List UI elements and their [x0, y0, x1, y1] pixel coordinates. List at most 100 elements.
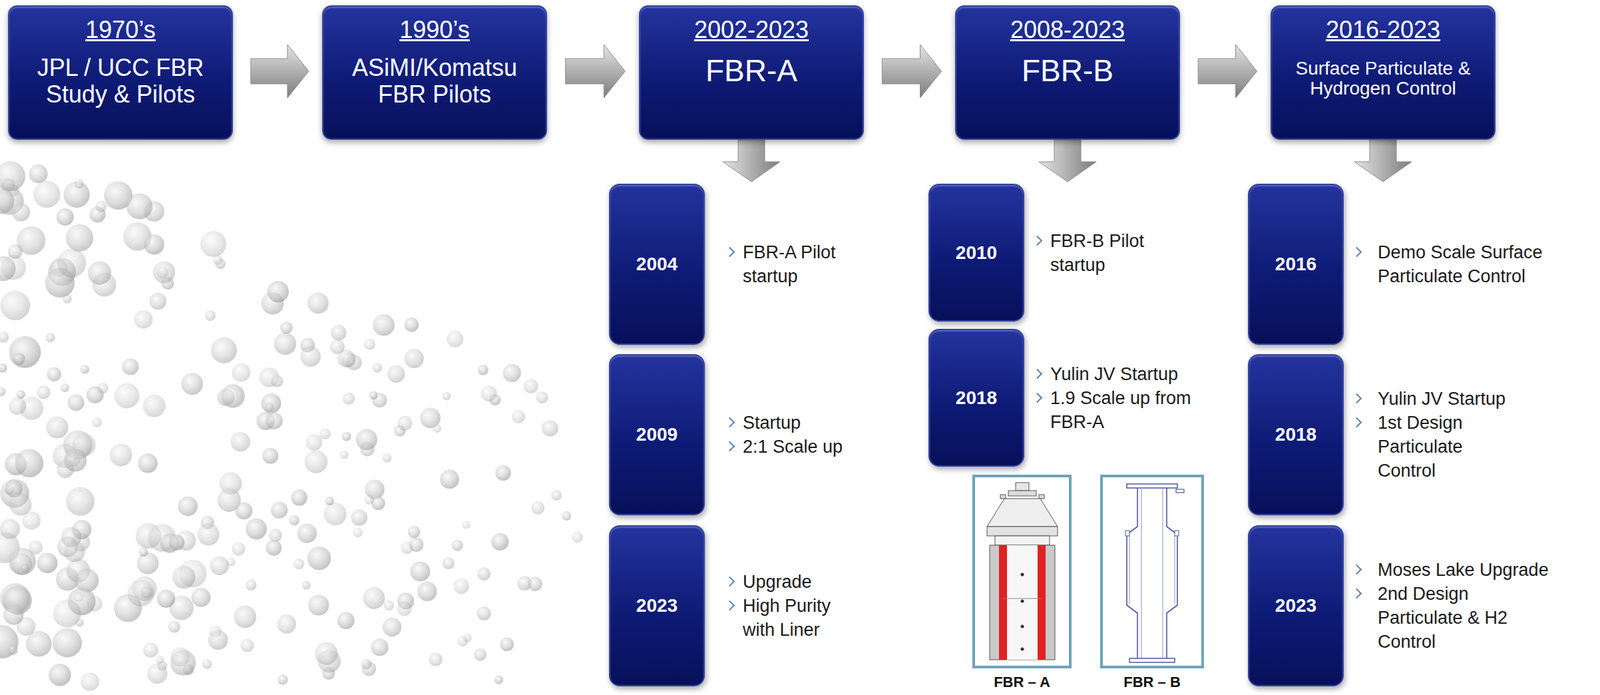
- milestone-notes: Yulin JV Startup1.9 Scale up from FBR-A: [1033, 362, 1210, 434]
- pellet: [7, 644, 18, 655]
- note-item: FBR-A Pilot startup: [726, 240, 863, 289]
- pellet: [382, 453, 393, 463]
- pellet: [191, 587, 211, 607]
- pellet: [300, 346, 321, 367]
- pellet: [15, 448, 44, 478]
- pellet: [364, 495, 374, 505]
- pellet: [157, 589, 176, 608]
- phase-box: 2016-2023Surface Particulate & Hydrogen …: [1270, 5, 1496, 140]
- pellet: [308, 594, 329, 615]
- pellet: [126, 193, 153, 219]
- note-text: 1st Design Particulate Control: [1377, 410, 1511, 483]
- pellet: [409, 537, 424, 552]
- year-box: 2010: [928, 183, 1025, 322]
- pellet: [571, 531, 584, 544]
- pellet: [80, 672, 100, 691]
- year-box: 2023: [608, 525, 705, 687]
- pellet: [551, 489, 562, 501]
- bullet-chevron: [1032, 368, 1043, 379]
- phase-years: 2016-2023: [1325, 15, 1441, 44]
- pellet: [208, 629, 229, 650]
- pellet: [324, 502, 347, 526]
- pellet: [372, 362, 383, 373]
- pellet: [25, 630, 52, 657]
- flow-arrow: [1038, 139, 1097, 182]
- vessel-wall: [989, 545, 1055, 660]
- note-item: Moses Lake Upgrade: [1353, 557, 1558, 582]
- pellet: [499, 636, 514, 651]
- inner-wall: [1129, 535, 1175, 604]
- bottom-flange: [1129, 658, 1175, 663]
- pellet: [417, 581, 437, 601]
- phase-title: FBR-A: [705, 53, 798, 88]
- pellet: [45, 415, 68, 438]
- bed: [1006, 545, 1038, 660]
- pellet: [209, 556, 229, 576]
- note-item: FBR-B Pilot startup: [1033, 228, 1184, 277]
- pellet: [170, 649, 196, 675]
- image-caption: FBR – A: [972, 673, 1072, 691]
- pellet: [330, 324, 347, 341]
- pellet: [233, 605, 257, 629]
- year-box: 2016: [1247, 183, 1344, 345]
- note-item: Upgrade: [726, 569, 863, 594]
- phase-box: 1990’sASiMI/Komatsu FBR Pilots: [322, 5, 548, 140]
- pellet: [276, 614, 297, 634]
- pellet: [47, 367, 62, 382]
- port-dot: [1020, 624, 1025, 629]
- pellet: [491, 533, 509, 551]
- pellet: [109, 443, 133, 467]
- pellet: [270, 501, 288, 519]
- pellet: [95, 200, 107, 213]
- pellet: [457, 636, 468, 647]
- top-flange: [1126, 483, 1178, 488]
- bullet-chevron: [1351, 246, 1363, 258]
- pellet: [274, 332, 297, 355]
- phase-box: 2008-2023FBR-B: [955, 5, 1181, 140]
- pellet: [397, 415, 412, 431]
- pellet: [442, 392, 451, 400]
- pellet: [153, 260, 176, 283]
- nozzle: [1000, 494, 1006, 499]
- pellet: [265, 412, 283, 430]
- note-text: High Purity with Liner: [742, 593, 863, 642]
- pellet: [0, 256, 16, 281]
- pellet: [293, 558, 305, 570]
- pellet: [342, 392, 355, 405]
- pellet: [57, 248, 86, 278]
- pellet: [541, 419, 559, 437]
- pellet: [361, 658, 372, 669]
- note-text: Upgrade: [742, 569, 863, 594]
- pellet: [181, 372, 203, 395]
- pellet: [235, 502, 253, 520]
- bullet-chevron: [724, 417, 736, 428]
- pellet: [20, 563, 30, 573]
- bullet-chevron: [1032, 392, 1043, 403]
- pellet: [337, 611, 355, 629]
- pellet: [63, 448, 87, 472]
- phase-years: 2008-2023: [1010, 15, 1125, 44]
- pellet: [527, 576, 543, 592]
- pellet: [56, 208, 74, 226]
- note-item: Yulin JV Startup: [1033, 362, 1210, 387]
- pellet: [495, 465, 511, 481]
- pellet: [133, 310, 153, 329]
- pellet: [511, 409, 526, 424]
- nozzle: [1174, 530, 1179, 536]
- pellet: [503, 364, 522, 383]
- pellet: [143, 394, 166, 418]
- note-item: Yulin JV Startup: [1353, 386, 1558, 411]
- pellet: [9, 336, 42, 369]
- pellet: [137, 453, 158, 473]
- pellet: [149, 292, 167, 310]
- year-box: 2023: [1247, 525, 1344, 687]
- pellet: [480, 385, 497, 402]
- pellet: [476, 606, 491, 621]
- pellet: [473, 648, 487, 661]
- note-text: Yulin JV Startup: [1050, 362, 1210, 387]
- pellet: [177, 495, 198, 516]
- pellet: [65, 224, 94, 252]
- pellet: [8, 397, 26, 415]
- pellet: [262, 447, 279, 464]
- pellet: [330, 339, 345, 355]
